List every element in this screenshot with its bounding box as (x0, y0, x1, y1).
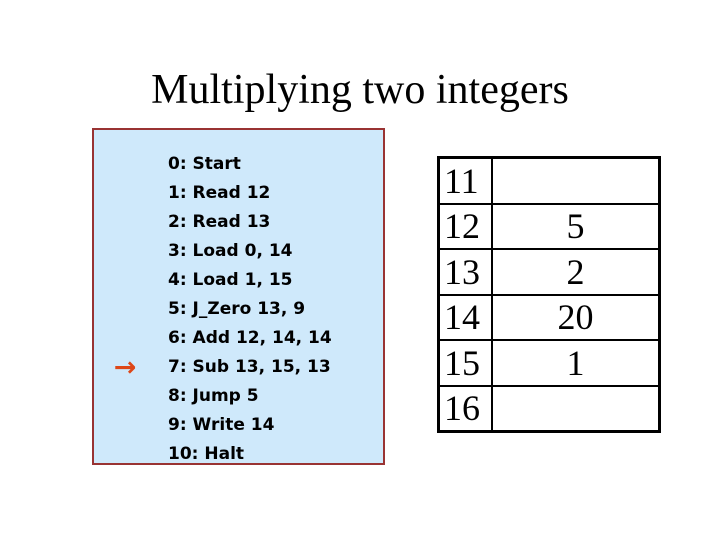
memory-value-cell: 1 (566, 342, 585, 383)
program-line: 10: Halt (168, 444, 245, 464)
memory-table: 11 12 5 13 2 14 20 15 1 16 (437, 156, 661, 433)
memory-table-row: 12 5 (440, 204, 658, 250)
program-line: 0: Start (168, 154, 241, 174)
memory-address-cell: 14 (440, 295, 493, 339)
program-line: 6: Add 12, 14, 14 (168, 328, 332, 348)
memory-table-row: 11 (440, 159, 658, 205)
program-line: 1: Read 12 (168, 183, 271, 203)
memory-address-cell: 15 (440, 341, 493, 385)
current-instruction-arrow-icon: → (113, 352, 137, 383)
memory-table-row: 15 1 (440, 341, 658, 387)
memory-table-row: 14 20 (440, 295, 658, 341)
memory-value-cell: 2 (566, 251, 585, 292)
slide-title: Multiplying two integers (151, 67, 569, 113)
memory-address-cell: 13 (440, 250, 493, 294)
memory-address-cell: 11 (440, 159, 493, 203)
program-line: 8: Jump 5 (168, 386, 259, 406)
program-line-current: 7: Sub 13, 15, 13 (168, 357, 331, 377)
memory-value-cell: 5 (566, 206, 585, 247)
program-line: 4: Load 1, 15 (168, 270, 293, 290)
memory-value-cell: 20 (557, 297, 594, 338)
program-line: 9: Write 14 (168, 415, 275, 435)
program-line: 5: J_Zero 13, 9 (168, 299, 306, 319)
memory-value-cell (493, 159, 658, 203)
program-line: 3: Load 0, 14 (168, 241, 293, 261)
memory-value-cell (493, 387, 658, 431)
program-listing-box: → 0: Start 1: Read 12 2: Read 13 3: Load… (92, 128, 385, 465)
memory-table-row: 13 2 (440, 250, 658, 296)
memory-table-row: 16 (440, 386, 658, 431)
program-code: 0: Start 1: Read 12 2: Read 13 3: Load 0… (168, 150, 332, 469)
memory-address-cell: 12 (440, 204, 493, 248)
memory-address-cell: 16 (440, 386, 493, 430)
program-line: 2: Read 13 (168, 212, 271, 232)
